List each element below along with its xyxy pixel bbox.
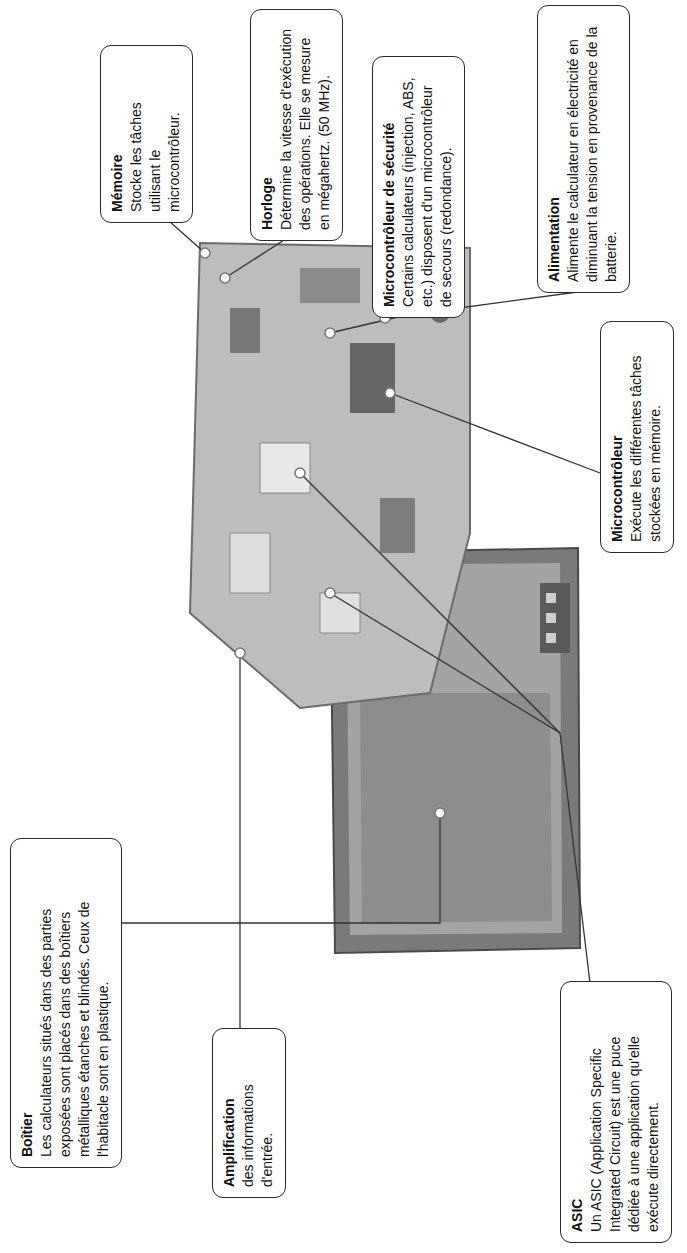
leader-dot (200, 248, 210, 258)
callout-box: Microcontrôleur de sécuritéCertains calc… (372, 56, 465, 318)
callout-box: ASICUn ASIC (Application Specific Integr… (560, 981, 672, 1243)
leader-line (330, 593, 590, 983)
leader-line (239, 653, 240, 1028)
callout-box: AlimentationAlimente le calculateur en é… (537, 5, 630, 293)
callout-heading: Alimentation (545, 16, 564, 282)
callout-text: Les calculateurs situés dans des parties… (37, 849, 113, 1157)
ecu-photo (190, 243, 580, 953)
callout-heading: Boîtier (18, 849, 37, 1157)
callout-heading: Microcontrôleur de sécurité (380, 67, 399, 307)
housing-floor (360, 693, 552, 923)
callout-box: BoîtierLes calculateurs situés dans des … (10, 838, 122, 1168)
callout-box: HorlogeDétermine la vitesse d'exécution … (250, 9, 343, 241)
connector (540, 583, 570, 653)
chip (300, 268, 360, 303)
callout-text: Stocke les tâches utilisant le microcont… (127, 56, 184, 212)
callout-heading: Mémoire (108, 56, 127, 212)
callout-text: Un ASIC (Application Specific Integrated… (587, 992, 663, 1232)
leader-dot (325, 328, 335, 338)
callout-heading: Horloge (258, 20, 277, 230)
connector-pin (546, 633, 556, 643)
callout-heading: Microcontrôleur (608, 332, 627, 542)
leader-dot (235, 648, 245, 658)
chip (350, 343, 395, 413)
callout-text: Alimente le calculateur en électricité e… (564, 16, 621, 282)
callout-heading: ASIC (568, 992, 587, 1232)
callout-text: Détermine la vitesse d'exécution des opé… (277, 20, 334, 230)
leader-lines (118, 213, 600, 1028)
callout-text: des informations d'entrée. (239, 1039, 277, 1187)
connector-pin (546, 613, 556, 623)
leader-line (300, 473, 560, 733)
leader-dot (435, 808, 445, 818)
leader-line (118, 813, 440, 923)
callout-text: Exécute les différentes tâches stockées … (627, 332, 665, 542)
leader-dots (200, 248, 445, 818)
chip (230, 533, 270, 593)
leader-dot (325, 588, 335, 598)
leader-dot (220, 273, 230, 283)
chip (380, 498, 415, 553)
callout-box: MicrocontrôleurExécute les différentes t… (600, 321, 674, 553)
chip (230, 308, 260, 353)
callout-text: Certains calculateurs (injection, ABS, e… (399, 67, 456, 307)
callout-box: Amplificationdes informations d'entrée. (212, 1028, 286, 1198)
connector-pin (546, 593, 556, 603)
leader-dot (385, 388, 395, 398)
leader-line (390, 393, 600, 473)
callout-heading: Amplification (220, 1039, 239, 1187)
chip (260, 443, 310, 493)
leader-dot (295, 468, 305, 478)
callout-box: MémoireStocke les tâches utilisant le mi… (100, 45, 193, 223)
